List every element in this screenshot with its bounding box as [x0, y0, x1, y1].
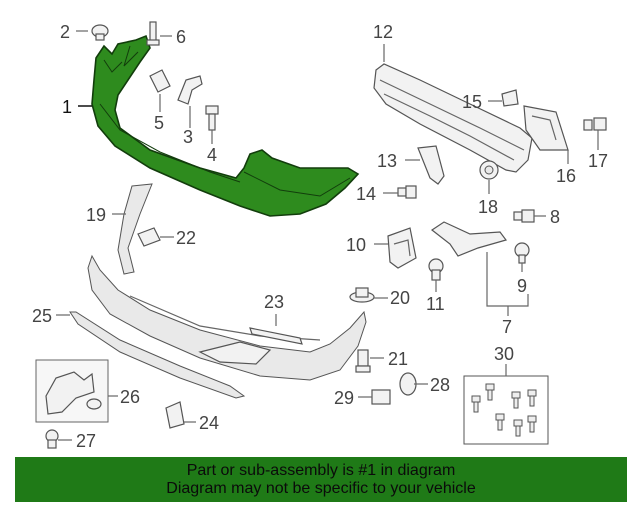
- callout-10: 10: [346, 235, 366, 255]
- bracket-part-3[interactable]: [177, 75, 203, 105]
- callout-27: 27: [76, 431, 96, 451]
- pad-part-29[interactable]: [371, 389, 391, 405]
- bolt-part-21[interactable]: [355, 349, 371, 373]
- ring-part-28[interactable]: [399, 372, 417, 396]
- bracket-part-24[interactable]: [165, 401, 185, 429]
- info-banner: Part or sub-assembly is #1 in diagram Di…: [15, 457, 627, 502]
- clip-part-2[interactable]: [91, 24, 109, 41]
- bracket-part-13[interactable]: [417, 145, 445, 185]
- bracket-part-10[interactable]: [387, 227, 417, 269]
- strip-part-25[interactable]: [69, 311, 246, 399]
- kit-box-part-26[interactable]: [35, 359, 109, 423]
- bolt-part-11[interactable]: [428, 258, 444, 281]
- banner-line-2: Diagram may not be specific to your vehi…: [166, 479, 476, 497]
- callout-25: 25: [32, 306, 52, 326]
- callout-12: 12: [373, 22, 393, 42]
- callout-1: 1: [62, 97, 72, 117]
- callout-24: 24: [199, 413, 219, 433]
- callout-labels: 1 2 3 4 5 6 7 8 9 10 11 12 13 14 15 16 1…: [32, 22, 608, 451]
- callout-2: 2: [60, 22, 70, 42]
- side-piece-part-19[interactable]: [117, 183, 153, 275]
- banner-line-1: Part or sub-assembly is #1 in diagram: [186, 461, 456, 479]
- callout-11: 11: [426, 294, 445, 314]
- callout-3: 3: [183, 127, 193, 147]
- callout-18: 18: [478, 197, 498, 217]
- clip-part-15[interactable]: [501, 89, 519, 107]
- callout-21: 21: [388, 349, 408, 369]
- bolt-part-14[interactable]: [397, 185, 417, 199]
- callout-17: 17: [588, 151, 608, 171]
- callout-7: 7: [502, 317, 512, 337]
- parts-diagram: 1 2 3 4 5 6 7 8 9 10 11 12 13 14 15 16 1…: [32, 21, 608, 451]
- lower-bumper-outline: [87, 254, 367, 381]
- callout-20: 20: [390, 288, 410, 308]
- callout-15: 15: [462, 92, 482, 112]
- callout-6: 6: [176, 27, 186, 47]
- reflector-part-23[interactable]: [249, 327, 303, 345]
- callout-30: 30: [494, 344, 514, 364]
- clip-part-9[interactable]: [514, 242, 530, 264]
- callout-4: 4: [207, 145, 217, 165]
- callout-22: 22: [176, 228, 196, 248]
- bracket-arm-part-7[interactable]: [430, 221, 508, 257]
- nut-part-18[interactable]: [479, 160, 499, 180]
- callout-26: 26: [120, 387, 140, 407]
- pad-part-22[interactable]: [137, 227, 161, 247]
- bolt-part-17[interactable]: [583, 117, 607, 131]
- callout-5: 5: [154, 113, 164, 133]
- callout-8: 8: [550, 207, 560, 227]
- screw-part-27[interactable]: [45, 429, 59, 449]
- callout-13: 13: [377, 151, 397, 171]
- reinforcement-beam-part-12[interactable]: [373, 63, 533, 173]
- bolt-part-8[interactable]: [513, 209, 535, 223]
- callout-23: 23: [264, 292, 284, 312]
- bracket-part-16[interactable]: [523, 105, 569, 151]
- callout-29: 29: [334, 388, 354, 408]
- callout-28: 28: [430, 375, 450, 395]
- screw-kit-part-30[interactable]: [463, 375, 549, 445]
- nut-part-20[interactable]: [349, 287, 375, 303]
- callout-16: 16: [556, 166, 576, 186]
- bolt-part-6[interactable]: [146, 21, 160, 46]
- screw-part-4[interactable]: [205, 105, 219, 131]
- callout-14: 14: [356, 184, 376, 204]
- leader-lines: [56, 30, 599, 441]
- callout-19: 19: [86, 205, 106, 225]
- callout-9: 9: [517, 276, 527, 296]
- pad-part-5[interactable]: [149, 69, 171, 93]
